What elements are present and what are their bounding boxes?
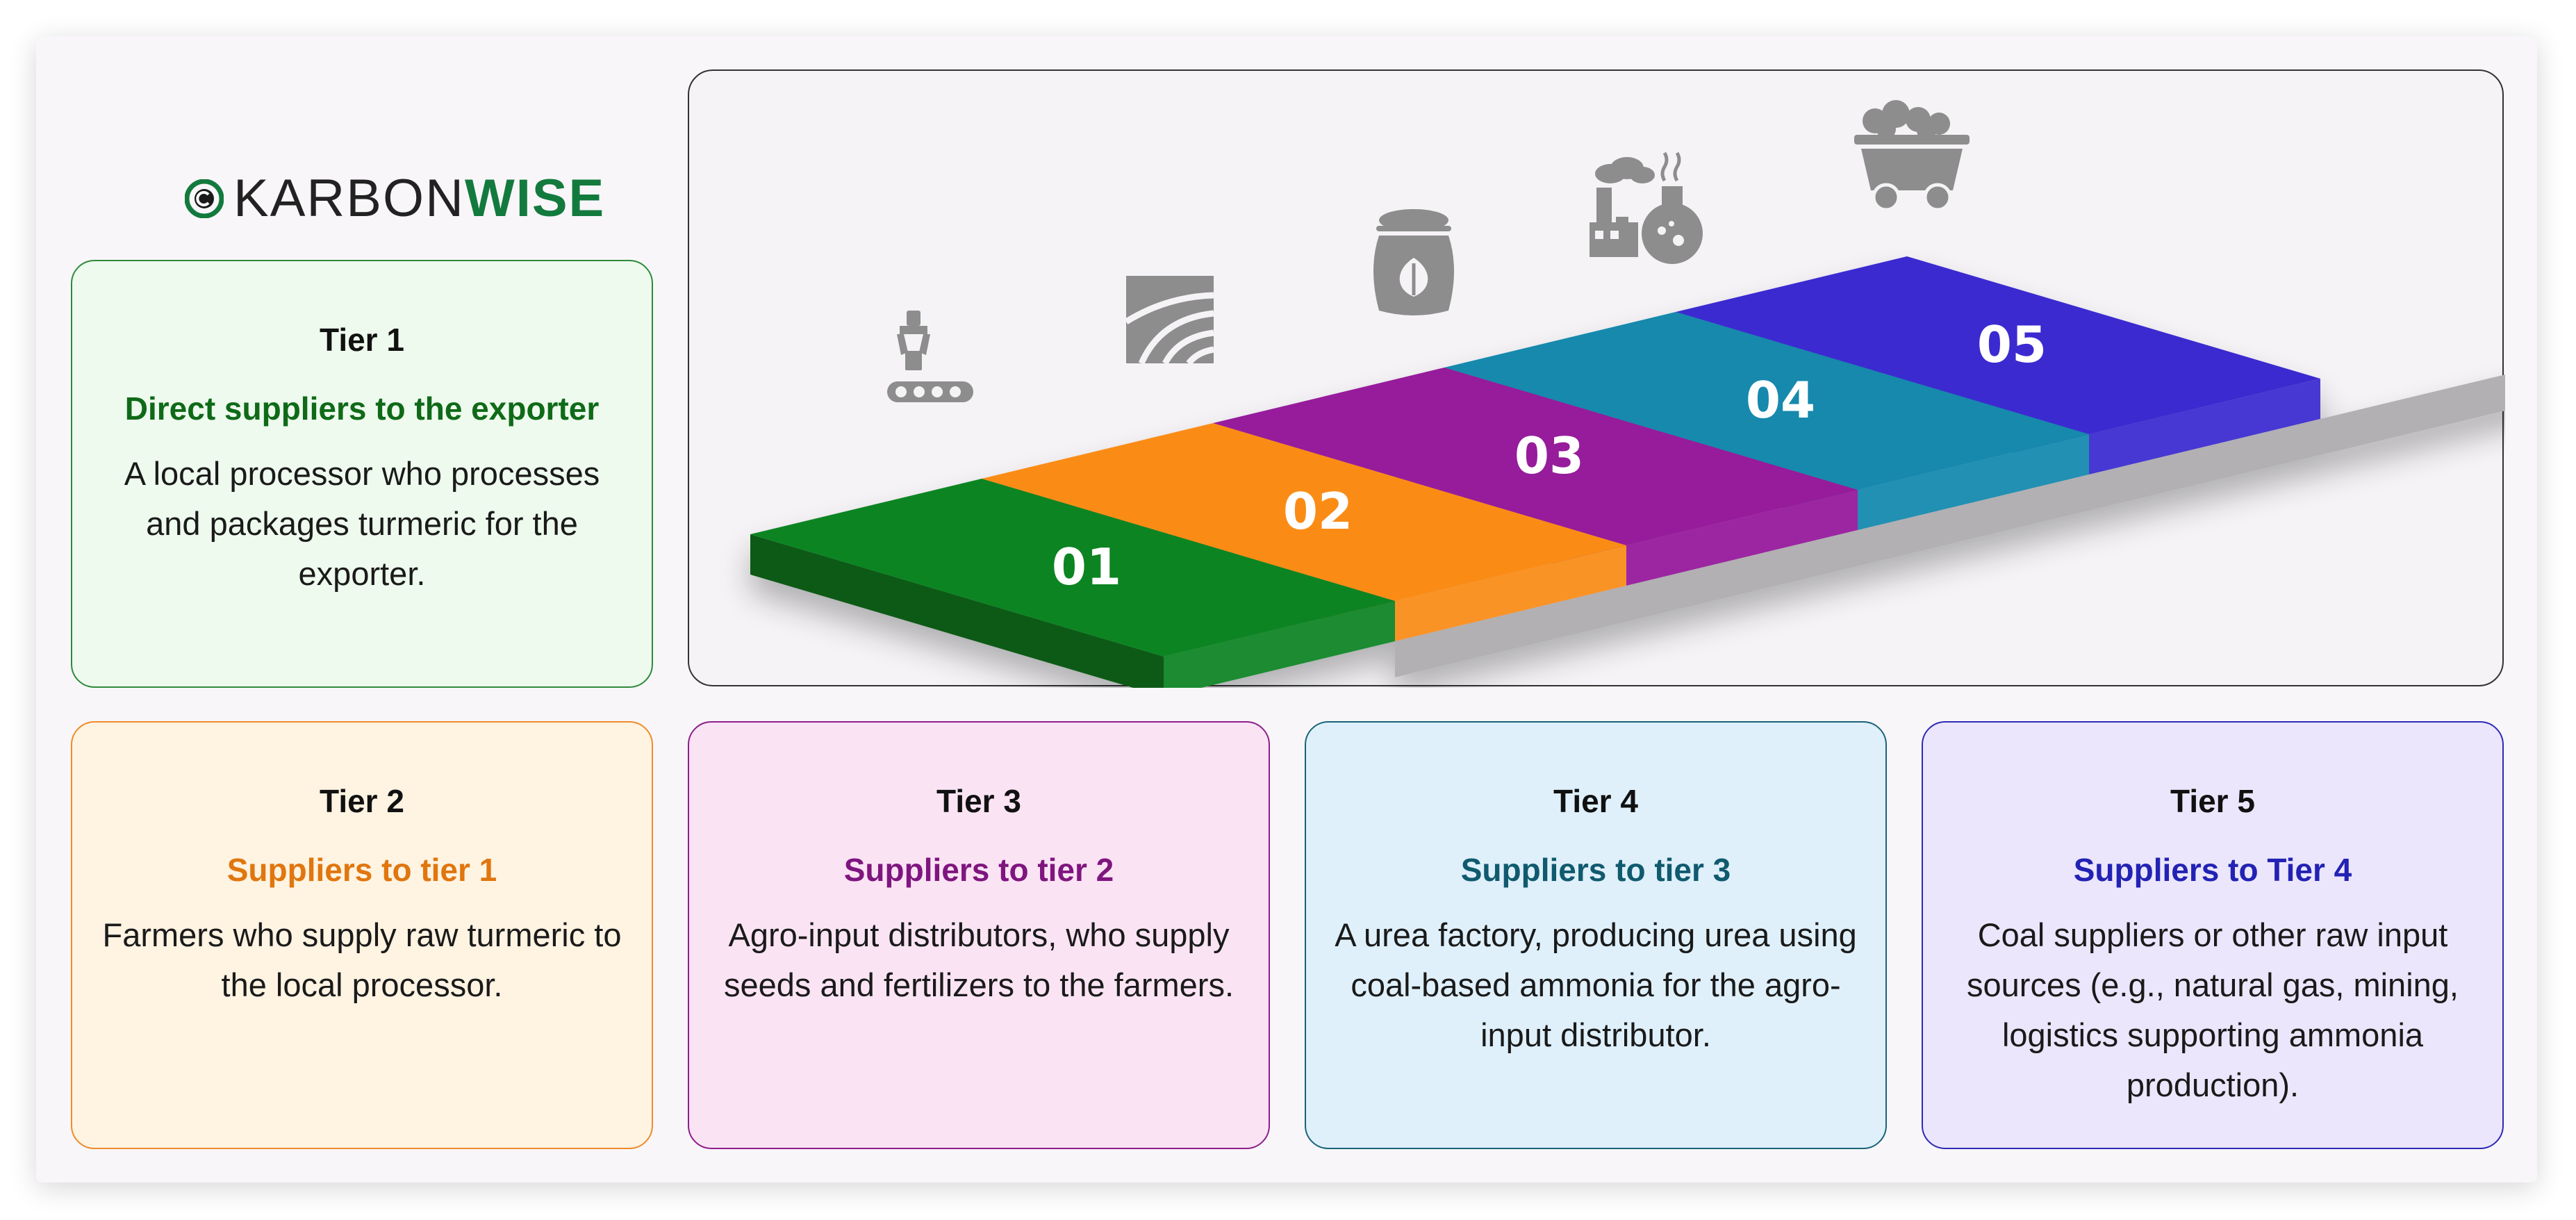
tier-subtitle: Suppliers to tier 3	[1460, 852, 1731, 889]
step-front	[1626, 490, 1858, 586]
tier-title: Tier 1	[320, 322, 404, 358]
stairs-diagram: 05 04 03 02 01	[750, 100, 2505, 688]
step-front	[2089, 379, 2320, 475]
fertilizer-sack-icon	[1373, 209, 1454, 315]
tier-description: A local processor who processes and pack…	[124, 455, 600, 593]
step-riser	[1395, 586, 1626, 677]
infographic-canvas: KARBONWISE Tier 1 Direct suppliers to th…	[36, 36, 2537, 1182]
step-top	[1213, 368, 1858, 545]
tier-title: Tier 3	[936, 783, 1021, 819]
tier-subtitle: Suppliers to tier 2	[843, 852, 1114, 889]
step-top	[1676, 256, 2320, 434]
step-number-03: 03	[1514, 427, 1584, 485]
step-riser	[2089, 419, 2320, 511]
step-riser	[1858, 475, 2089, 566]
tier-title: Tier 2	[320, 783, 404, 819]
step-number-04: 04	[1746, 371, 1815, 429]
tier-1-card: Tier 1 Direct suppliers to the exporter …	[71, 260, 653, 688]
step-riser	[1626, 530, 1858, 622]
stairs-panel: 05 04 03 02 01	[688, 69, 2505, 688]
step-front	[1395, 545, 1626, 641]
step-top	[750, 479, 1395, 657]
tier-2-card: Tier 2 Suppliers to tier 1 Farmers who s…	[71, 721, 653, 1149]
robotic-arm-conveyor-icon	[887, 311, 973, 402]
tier-4-card: Tier 4 Suppliers to tier 3 A urea factor…	[1305, 721, 1887, 1149]
step-front	[1858, 434, 2089, 530]
tier-description: A urea factory, producing urea using coa…	[1335, 916, 1857, 1054]
tier-3-card: Tier 3 Suppliers to tier 2 Agro-input di…	[688, 721, 1270, 1149]
step-top	[1444, 312, 2089, 490]
step-number-01: 01	[1052, 538, 1121, 596]
step-number-05: 05	[1977, 315, 2047, 374]
stair-step-01	[750, 479, 1626, 688]
step-number-02: 02	[1283, 482, 1353, 541]
tier-subtitle: Direct suppliers to the exporter	[124, 390, 600, 427]
coal-mine-cart-icon	[1854, 100, 1970, 212]
logo-mark-icon	[185, 179, 224, 218]
brand-name: KARBONWISE	[233, 169, 606, 228]
tier-description: Coal suppliers or other raw input source…	[1967, 916, 2459, 1104]
step-top	[982, 423, 1626, 601]
farm-field-rows-icon	[1124, 276, 1214, 365]
step-riser	[2320, 374, 2505, 455]
tier-description: Farmers who supply raw turmeric to the l…	[102, 916, 622, 1004]
tier-5-card: Tier 5 Suppliers to Tier 4 Coal supplier…	[1922, 721, 2504, 1149]
step-side	[750, 534, 1164, 688]
tier-title: Tier 5	[2170, 783, 2255, 819]
tier-subtitle: Suppliers to Tier 4	[2073, 852, 2352, 889]
tier-title: Tier 4	[1553, 783, 1638, 819]
tier-subtitle: Suppliers to tier 1	[226, 852, 497, 889]
step-front	[1164, 601, 1395, 688]
factory-chemistry-flask-icon	[1590, 151, 1703, 264]
tier-description: Agro-input distributors, who supply seed…	[723, 916, 1235, 1004]
karbonwise-logo: KARBONWISE	[185, 172, 605, 225]
